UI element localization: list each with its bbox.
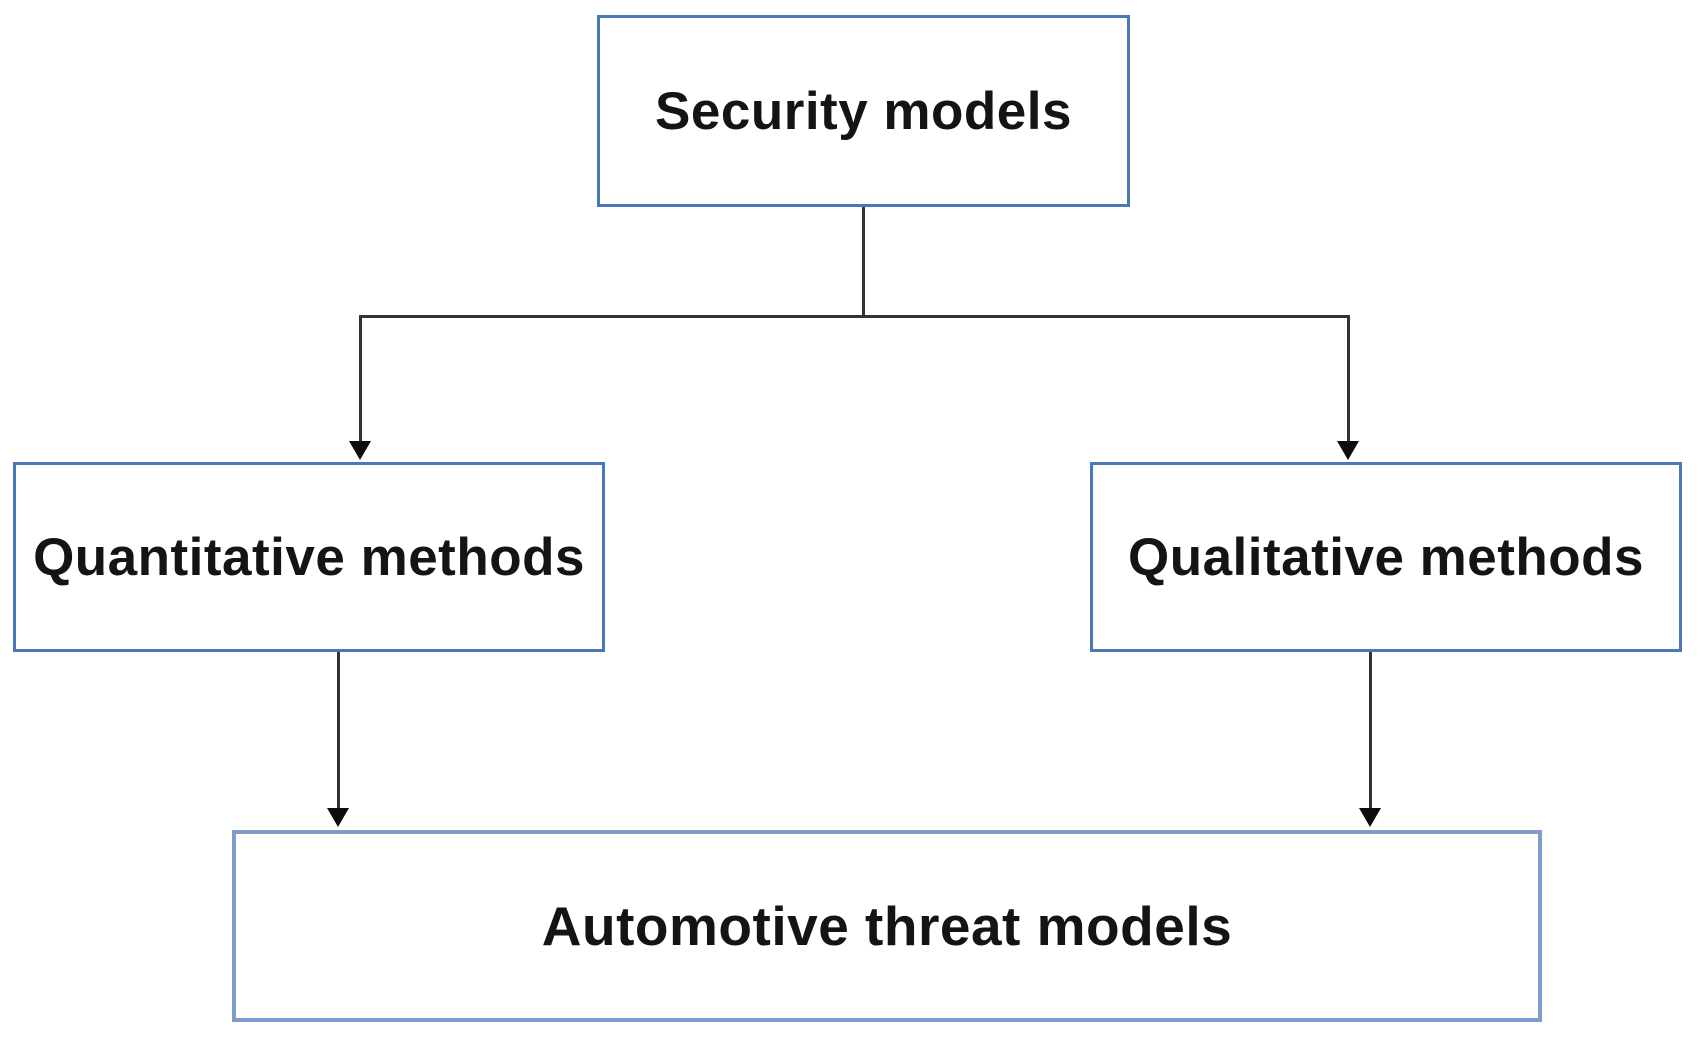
edge-security-stub-line bbox=[862, 207, 865, 318]
arrowhead-qualitative-to-automotive-icon bbox=[1359, 808, 1381, 827]
edge-security-to-quantitative-line bbox=[359, 315, 362, 442]
edge-split-bar-line bbox=[359, 315, 1350, 318]
node-security-models: Security models bbox=[597, 15, 1130, 207]
arrowhead-to-qualitative-icon bbox=[1337, 441, 1359, 460]
node-qualitative-methods: Qualitative methods bbox=[1090, 462, 1682, 652]
edge-quantitative-to-automotive-line bbox=[337, 652, 340, 809]
edge-security-to-qualitative-line bbox=[1347, 315, 1350, 442]
node-automotive-threat-models-label: Automotive threat models bbox=[541, 895, 1233, 957]
arrowhead-quantitative-to-automotive-icon bbox=[327, 808, 349, 827]
node-quantitative-methods-label: Quantitative methods bbox=[33, 527, 585, 587]
node-qualitative-methods-label: Qualitative methods bbox=[1127, 527, 1645, 587]
node-automotive-threat-models: Automotive threat models bbox=[232, 830, 1542, 1022]
node-security-models-label: Security models bbox=[655, 81, 1072, 141]
arrowhead-to-quantitative-icon bbox=[349, 441, 371, 460]
edge-qualitative-to-automotive-line bbox=[1369, 652, 1372, 809]
node-quantitative-methods: Quantitative methods bbox=[13, 462, 605, 652]
